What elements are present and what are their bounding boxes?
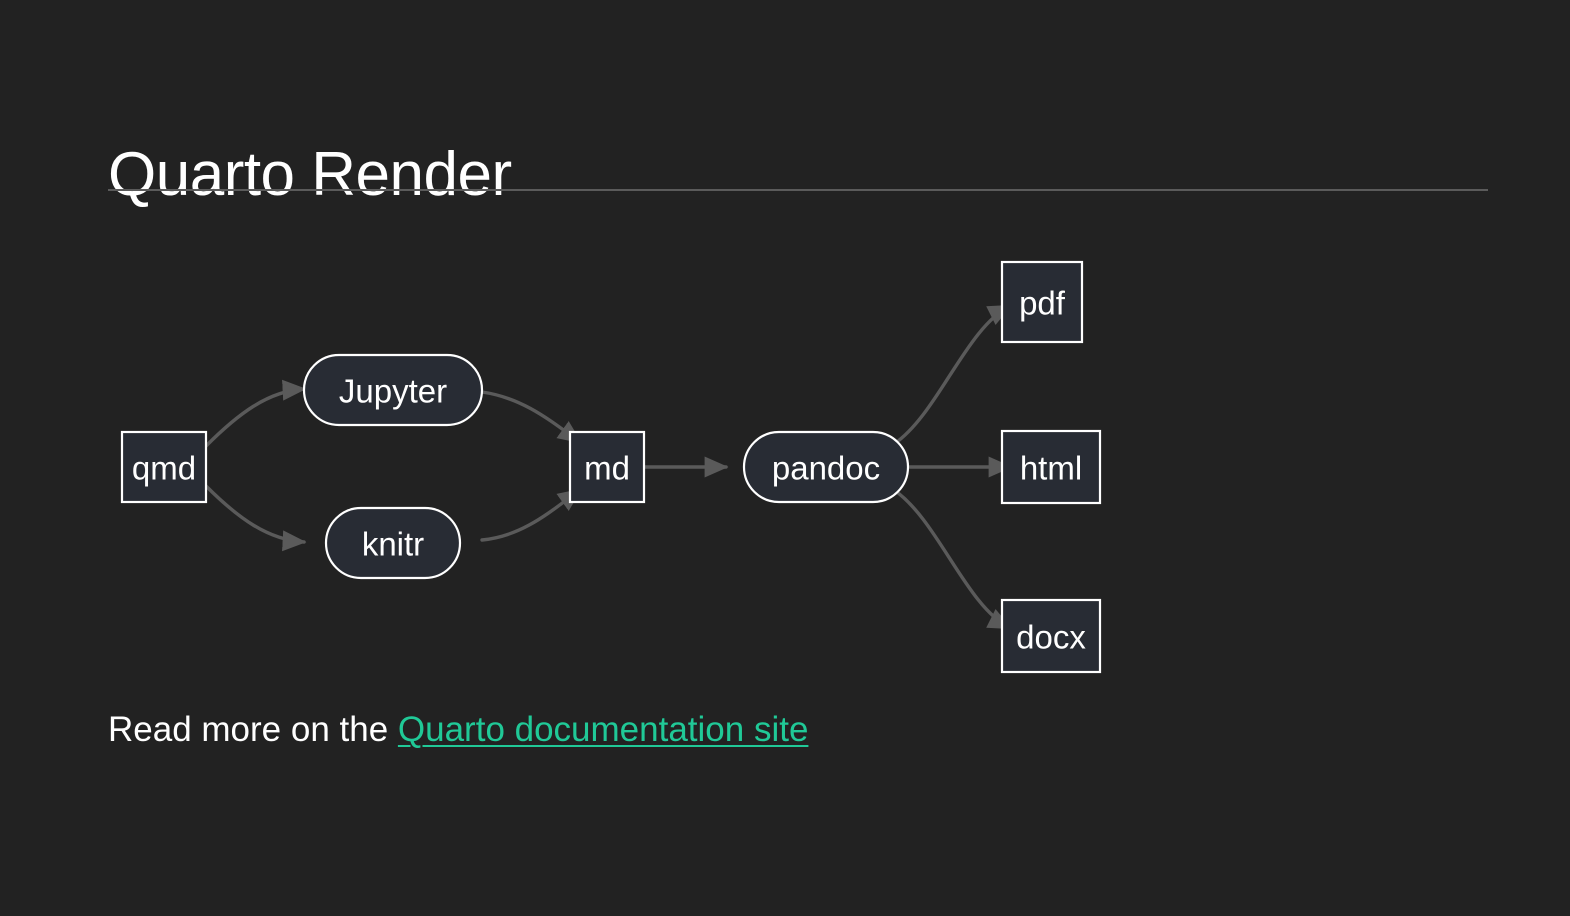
edge-jupyter-to-md — [480, 390, 582, 444]
quarto-render-flowchart: qmd Jupyter knitr md pandoc pdf — [108, 218, 1208, 674]
node-qmd-label: qmd — [132, 450, 196, 487]
node-qmd-shape[interactable] — [120, 430, 208, 504]
node-html-label: html — [1020, 450, 1082, 487]
edge-qmd-to-knitr — [204, 484, 307, 552]
edge-qmd-to-jupyter — [204, 379, 307, 448]
edge-pandoc-to-docx — [892, 488, 1013, 630]
node-knitr-shape[interactable] — [324, 506, 462, 580]
node-pandoc-shape[interactable] — [742, 430, 910, 504]
node-qmd[interactable]: qmd — [120, 430, 208, 504]
edge-knitr-to-md — [480, 488, 582, 542]
node-md-label: md — [584, 450, 630, 487]
title-divider — [108, 189, 1488, 191]
node-docx-label: docx — [1016, 619, 1086, 656]
node-knitr[interactable]: knitr — [324, 506, 462, 580]
node-html[interactable]: html — [1000, 429, 1102, 505]
flowchart-svg: qmd Jupyter knitr md pandoc pdf — [120, 260, 1102, 674]
node-jupyter-shape[interactable] — [302, 353, 484, 427]
read-more-text: Read more on the Quarto documentation si… — [108, 707, 808, 753]
node-docx-shape[interactable] — [1000, 598, 1102, 674]
node-jupyter[interactable]: Jupyter — [302, 353, 484, 427]
node-knitr-label: knitr — [362, 526, 424, 563]
node-docx[interactable]: docx — [1000, 598, 1102, 674]
node-jupyter-label: Jupyter — [339, 373, 447, 410]
quarto-documentation-link[interactable]: Quarto documentation site — [397, 710, 809, 749]
node-md[interactable]: md — [568, 430, 646, 504]
read-more-prefix: Read more on the — [108, 710, 398, 749]
edge-pandoc-to-pdf — [892, 304, 1013, 446]
node-pdf-label: pdf — [1019, 285, 1066, 322]
node-pandoc[interactable]: pandoc — [742, 430, 910, 504]
node-pdf-shape[interactable] — [1000, 260, 1084, 344]
node-pdf[interactable]: pdf — [1000, 260, 1084, 344]
node-pandoc-label: pandoc — [772, 450, 880, 487]
node-html-shape[interactable] — [1000, 429, 1102, 505]
page-title: Quarto Render — [108, 139, 512, 209]
edge-group — [204, 304, 1013, 630]
node-md-shape[interactable] — [568, 430, 646, 504]
